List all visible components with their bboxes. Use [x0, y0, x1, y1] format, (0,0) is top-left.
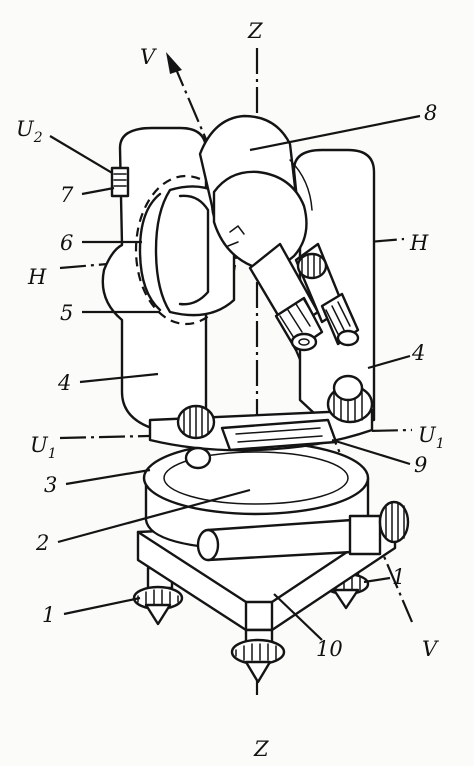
leader-1-right: [363, 576, 391, 584]
callout-1-right: 1: [392, 565, 405, 589]
callout-8: 8: [424, 101, 437, 125]
callout-9: 9: [414, 453, 427, 477]
callout-5: 5: [60, 301, 73, 325]
plate-level-9: [220, 418, 338, 452]
leader-4-left: [79, 372, 159, 384]
v-axis-arrowhead: [166, 52, 182, 74]
alidade-clamp-knob-left: [176, 404, 216, 440]
vertical-circle-edge-6: [138, 192, 162, 312]
leader-7: [81, 186, 115, 196]
leader-1-left: [63, 596, 141, 616]
vertical-level-vial-7: [110, 166, 130, 198]
leader-9: [331, 438, 411, 466]
leader-10: [273, 593, 323, 641]
alidade-level-screw: [184, 446, 212, 470]
callout-10: 10: [316, 637, 343, 661]
callout-1-left: 1: [42, 603, 55, 627]
label-h-right: H: [409, 231, 429, 255]
tribrach-top-edge: [136, 518, 397, 604]
callout-2: 2: [35, 531, 49, 555]
telescope-trunnion-housing: [212, 170, 308, 269]
callout-7: 7: [60, 183, 74, 207]
callout-4-right: 4: [411, 341, 425, 365]
base-tangent-screw: [378, 500, 410, 544]
base-clamp-tube: [196, 514, 382, 562]
callout-3: 3: [44, 473, 57, 497]
label-v-top: V: [140, 45, 157, 69]
horizontal-circle-3: [142, 440, 370, 516]
callout-6: 6: [60, 231, 73, 255]
label-h-left: H: [27, 265, 47, 289]
focus-ring: [296, 252, 328, 280]
leader-8: [249, 114, 421, 152]
label-u1-left: U1: [30, 433, 57, 462]
footscrew-front: [230, 628, 286, 684]
label-z-bottom: Z: [253, 737, 269, 761]
leader-2: [57, 488, 251, 544]
label-z-top: Z: [247, 19, 263, 43]
right-knob-upper: [332, 374, 364, 402]
callout-4-left: 4: [57, 371, 71, 395]
circle-inner-ring-2: [163, 451, 349, 505]
leader-3: [65, 468, 151, 486]
label-u2: U2: [16, 117, 43, 146]
label-v-bottom: V: [422, 637, 439, 661]
leader-4-right: [367, 354, 411, 370]
label-u1-right: U1: [418, 423, 445, 452]
